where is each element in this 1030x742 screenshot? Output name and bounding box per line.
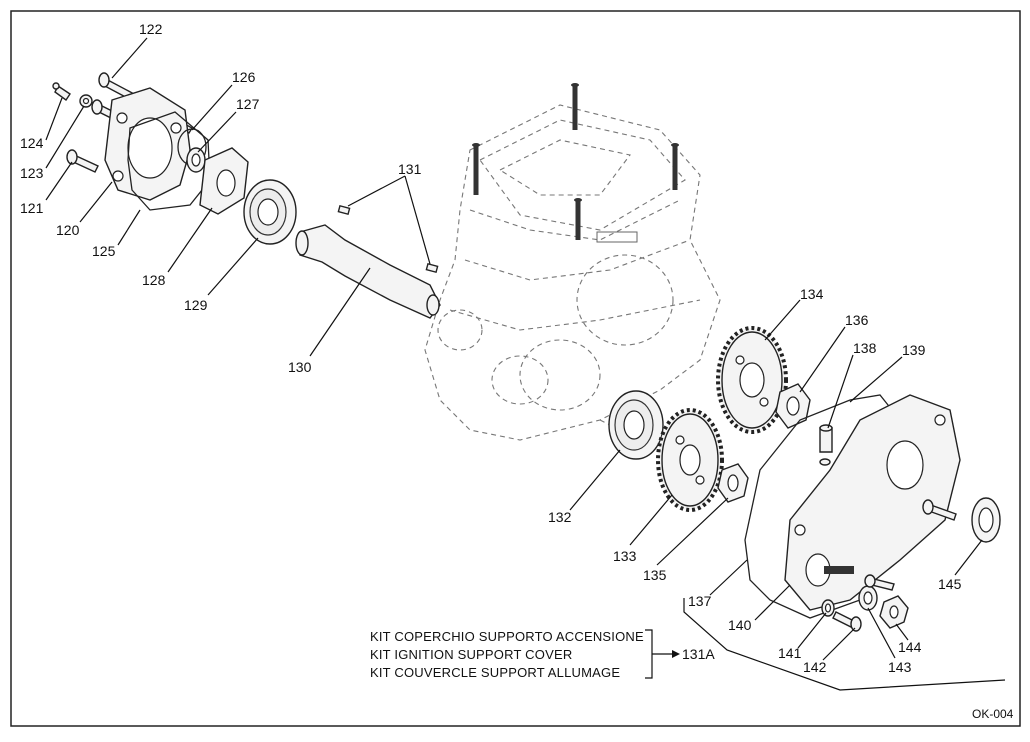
callout-141: 141: [778, 645, 802, 661]
callout-135: 135: [643, 567, 667, 583]
engine-crankcase-outline: [424, 83, 721, 441]
callout-138: 138: [853, 340, 877, 356]
part-124-grease-nipple: [52, 82, 71, 101]
callout-130: 130: [288, 359, 312, 375]
part-142-bolt: [832, 611, 862, 632]
callout-140: 140: [728, 617, 752, 633]
kit-description: KIT COPERCHIO SUPPORTO ACCENSIONE KIT IG…: [370, 629, 715, 680]
part-143-washer: [858, 585, 878, 611]
callout-123: 123: [20, 165, 44, 181]
part-133-gear: [656, 408, 724, 512]
part-123-washer: [79, 94, 93, 108]
part-131-keys: [337, 204, 439, 274]
part-138-bolt: [819, 424, 833, 466]
callout-120: 120: [56, 222, 80, 238]
part-140-ignition-cover: [784, 394, 961, 611]
part-127-seal: [186, 147, 206, 173]
figure-reference: OK-004: [972, 707, 1014, 721]
callout-136: 136: [845, 312, 869, 328]
part-135-nut: [717, 463, 749, 503]
leader-lines: [45, 37, 1006, 691]
callout-124: 124: [20, 135, 44, 151]
callout-145: 145: [938, 576, 962, 592]
callout-126: 126: [232, 69, 256, 85]
part-144-nut: [879, 595, 909, 629]
callout-121: 121: [20, 200, 44, 216]
kit-line-italian: KIT COPERCHIO SUPPORTO ACCENSIONE: [370, 629, 644, 644]
part-125-gasket: [127, 111, 211, 211]
part-120-cover: [104, 87, 191, 201]
callout-125: 125: [92, 243, 116, 259]
diagram-border: [10, 10, 1021, 727]
callout-122: 122: [139, 21, 163, 37]
part-132-bearing: [608, 390, 664, 460]
callout-labels: 120 121 122 123 124 125 126 127 128 129 …: [20, 21, 962, 675]
callout-139: 139: [902, 342, 926, 358]
kit-line-french: KIT COUVERCLE SUPPORT ALLUMAGE: [370, 665, 620, 680]
callout-134: 134: [800, 286, 824, 302]
kit-line-english: KIT IGNITION SUPPORT COVER: [370, 647, 572, 662]
part-145-seal: [971, 497, 1001, 543]
part-141-washer: [821, 599, 835, 617]
callout-128: 128: [142, 272, 166, 288]
callout-144: 144: [898, 639, 922, 655]
callout-131: 131: [398, 161, 422, 177]
callout-137: 137: [688, 593, 712, 609]
part-121-bolt: [66, 149, 99, 173]
callout-127: 127: [236, 96, 260, 112]
part-129-bearing: [243, 179, 297, 245]
callout-142: 142: [803, 659, 827, 675]
part-130-shaft: [295, 224, 441, 319]
bolts-cover: [864, 499, 957, 591]
callout-133: 133: [613, 548, 637, 564]
kit-code: 131A: [682, 646, 715, 662]
part-134-gear: [716, 326, 788, 434]
part-128-bushing: [199, 147, 249, 215]
callout-143: 143: [888, 659, 912, 675]
callout-132: 132: [548, 509, 572, 525]
callout-129: 129: [184, 297, 208, 313]
part-136-nut: [775, 383, 811, 429]
